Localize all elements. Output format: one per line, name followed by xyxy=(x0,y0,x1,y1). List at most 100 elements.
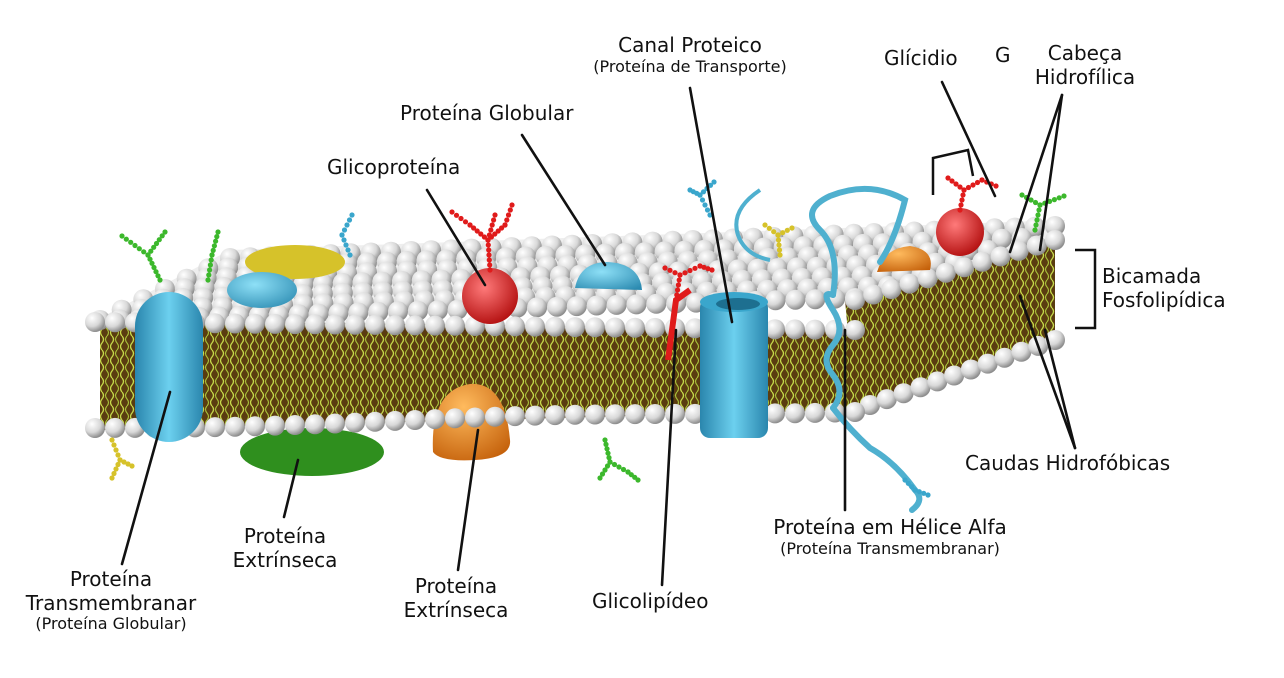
alpha-helix-protein xyxy=(809,185,923,513)
phospholipid-head xyxy=(944,365,965,386)
label-cabeca-hidrofilica: Cabeça Hidrofílica xyxy=(1020,41,1150,89)
phospholipid-head xyxy=(881,279,902,300)
label-proteina-globular-text: Proteína Globular xyxy=(400,101,574,125)
phospholipid-head xyxy=(505,406,525,427)
sugar-chain xyxy=(945,175,999,213)
phospholipid-head xyxy=(586,295,607,316)
phospholipid-head xyxy=(626,294,647,315)
label-caudas-text: Caudas Hidrofóbicas xyxy=(965,451,1171,475)
phospholipid-head xyxy=(445,315,465,336)
phospholipid-head xyxy=(545,405,565,426)
label-glicoproteina-text: Glicoproteína xyxy=(327,155,461,179)
phospholipid-head xyxy=(365,411,385,432)
leader-cabeca-1 xyxy=(1008,93,1064,254)
leader-glicolipideo xyxy=(660,328,678,587)
phospholipid-head xyxy=(605,404,625,425)
phospholipid-head xyxy=(285,314,305,335)
label-transmembranar-l1: Proteína xyxy=(69,567,153,591)
phospholipid-head xyxy=(845,320,865,340)
leader-transmembranar xyxy=(120,390,172,566)
phospholipid-head xyxy=(345,314,365,335)
phospholipid-head xyxy=(205,417,225,438)
label-extrinseca-1-l1: Proteína xyxy=(243,524,327,548)
leader-glicoproteina xyxy=(425,188,487,287)
label-proteina-globular: Proteína Globular xyxy=(400,101,574,126)
phospholipid-head xyxy=(305,414,325,435)
membrane-right-face xyxy=(845,240,1055,410)
label-caudas-hidrofobicas: Caudas Hidrofóbicas xyxy=(965,451,1171,476)
phospholipid-head xyxy=(863,284,884,305)
sugar-chain xyxy=(687,179,717,218)
glycoprotein-ball xyxy=(462,268,518,324)
phospholipid-head xyxy=(954,257,975,278)
leader-caudas-1 xyxy=(1018,294,1077,450)
phospholipid-head xyxy=(805,319,825,340)
label-extrinseca-1-l2: Extrínseca xyxy=(232,547,338,572)
label-cabeca-l1: Cabeça xyxy=(1047,41,1123,65)
phospholipid-head xyxy=(265,313,285,334)
alpha-helix-tail xyxy=(734,188,771,262)
channel-protein xyxy=(700,292,768,438)
phospholipid-head xyxy=(805,289,826,310)
sugar-chain xyxy=(662,263,715,303)
leader-cabeca-2 xyxy=(1038,93,1064,252)
label-proteina-transmembranar: Proteína Transmembranar (Proteína Globul… xyxy=(0,567,222,634)
phospholipid-head xyxy=(566,296,587,317)
phospholipid-head xyxy=(625,317,645,338)
phospholipid-head xyxy=(990,246,1011,267)
phospholipid-head xyxy=(645,404,665,424)
label-g-text: G xyxy=(995,43,1011,67)
phospholipid-head xyxy=(665,403,685,424)
phospholipid-head xyxy=(1026,235,1047,256)
phospholipid-head xyxy=(899,273,920,294)
label-glicidio: Glícidio xyxy=(884,46,958,71)
phospholipid-head xyxy=(927,371,948,392)
sugar-chain xyxy=(339,212,355,258)
sugar-chain xyxy=(762,222,795,258)
phospholipid-head xyxy=(565,404,585,425)
phospholipid-head xyxy=(225,313,245,334)
phospholipid-head xyxy=(645,317,665,338)
phospholipid-head xyxy=(325,314,345,335)
phospholipid-head xyxy=(527,297,548,318)
sugar-chain xyxy=(902,477,931,498)
phospholipid-head xyxy=(1008,240,1029,261)
phospholipid-head xyxy=(447,299,468,320)
label-proteina-extrinseca-1: Proteína Extrínseca xyxy=(205,524,365,572)
phospholipid-head xyxy=(385,315,405,336)
globular-protein xyxy=(575,262,642,290)
phospholipid-head xyxy=(606,294,627,315)
label-transmembranar-sub: (Proteína Globular) xyxy=(35,614,187,634)
phospholipid-head xyxy=(585,404,605,425)
phospholipid-head xyxy=(785,319,805,340)
phospholipid-head xyxy=(565,317,585,338)
phospholipid-head xyxy=(405,315,425,336)
label-canal-proteico-main: Canal Proteico xyxy=(618,33,762,57)
phospholipid-head xyxy=(547,296,567,317)
phospholipid-head xyxy=(1045,216,1065,236)
phospholipid-head xyxy=(860,395,880,415)
phospholipid-head xyxy=(910,377,931,398)
phospholipid-head xyxy=(105,417,125,438)
label-proteina-extrinseca-2: Proteína Extrínseca xyxy=(376,574,536,622)
phospholipid-head xyxy=(585,317,605,338)
label-bicamada-l2: Fosfolipídica xyxy=(1102,287,1226,312)
phospholipid-head xyxy=(545,316,565,337)
leader-lines xyxy=(120,80,1077,587)
phospholipid-head xyxy=(85,312,105,332)
bilayer-bracket xyxy=(1075,248,1097,330)
label-cabeca-l2: Hidrofílica xyxy=(1034,64,1136,89)
sugar-chain xyxy=(205,229,221,283)
label-g: G xyxy=(995,43,1011,68)
transmembrane-protein xyxy=(135,292,203,442)
phospholipid-head xyxy=(365,314,385,335)
label-canal-proteico-sub: (Proteína de Transporte) xyxy=(593,56,787,76)
phospholipid-head xyxy=(285,415,305,435)
phospholipid-head xyxy=(977,353,998,374)
phospholipid-head xyxy=(917,268,938,289)
phospholipid-head xyxy=(245,416,265,437)
phospholipid-head xyxy=(485,406,505,427)
leader-proteina-globular xyxy=(520,133,607,267)
